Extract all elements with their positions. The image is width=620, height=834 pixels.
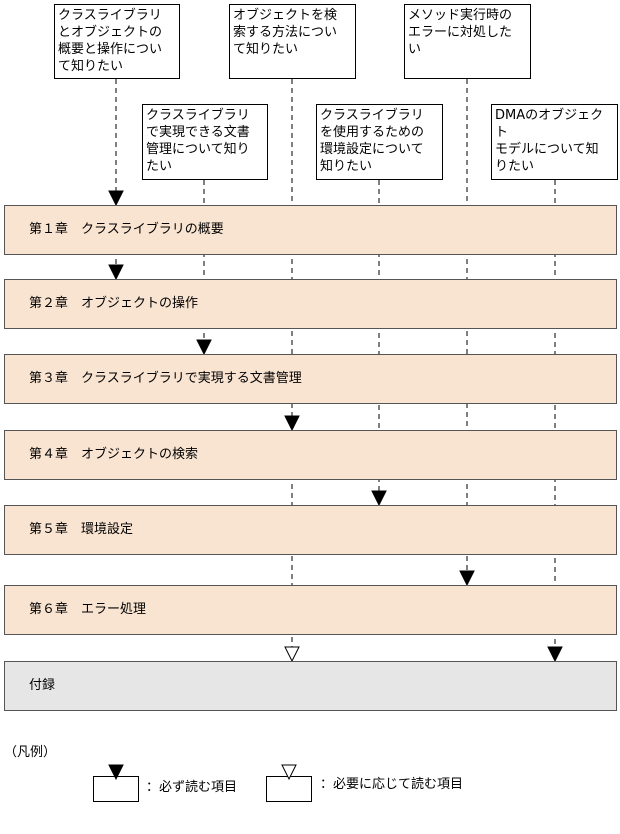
chapter-1-label: 第１章 クラスライブラリの概要 [29,222,224,237]
legend-hollow-arrow-icon [281,764,297,780]
chapter-2-label: 第２章 オブジェクトの操作 [29,296,199,311]
chapter-1-band: 第１章 クラスライブラリの概要 [4,205,617,255]
required-arrow-r5-ch6 [459,570,475,587]
reader-need-document-management: クラスライブラリ で実現できる文書 管理について知り たい [142,104,268,180]
chapter-6-label: 第６章 エラー処理 [29,602,147,617]
required-arrow-r1-ch1 [108,190,124,207]
appendix-label: 付録 [29,678,56,693]
reader-need-environment-setup: クラスライブラリ を使用するための 環境設定について 知りたい [316,104,443,180]
required-arrow-r1-ch2 [108,264,124,281]
legend-required-text: ：必ず読む項目 [146,780,238,795]
chapter-5-band: 第５章 環境設定 [4,505,617,555]
reader-need-object-search: オブジェクトを検 索する方法につい て知りたい [229,4,356,79]
chapter-5-label: 第５章 環境設定 [29,522,134,537]
chapter-3-label: 第３章 クラスライブラリで実現する文書管理 [29,371,302,386]
chapter-6-band: 第６章 エラー処理 [4,585,617,635]
appendix-band: 付録 [4,661,617,711]
chapter-4-label: 第４章 オブジェクトの検索 [29,447,199,462]
required-arrow-r3-ch4 [284,415,300,432]
legend-filled-arrow-icon [108,764,124,780]
legend-title: （凡例） [4,745,57,760]
reader-need-overview-and-operations: クラスライブラリ とオブジェクトの 概要と操作につい て知りたい [54,4,180,79]
chapter-4-band: 第４章 オブジェクトの検索 [4,430,617,480]
required-arrow-r6-app [547,646,563,663]
reader-need-error-handling: メソッド実行時の エラーに対処した い [404,4,531,79]
chapter-3-band: 第３章 クラスライブラリで実現する文書管理 [4,354,617,404]
reader-need-dma-object-model: DMAのオブジェクト モデルについて知 りたい [491,104,618,180]
legend-as-needed-text: ：必要に応じて読む項目 [320,777,464,792]
chapter-2-band: 第２章 オブジェクトの操作 [4,279,617,329]
optional-arrow-r3-app [284,646,300,663]
required-arrow-r2-ch3 [196,339,212,356]
required-arrow-r4-ch5 [371,490,387,507]
